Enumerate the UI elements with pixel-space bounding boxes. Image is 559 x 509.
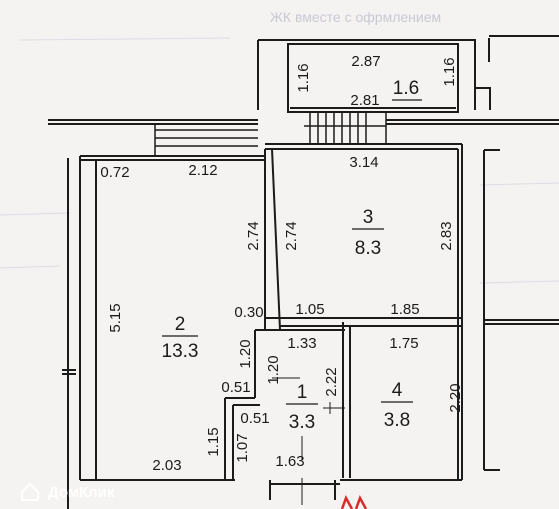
room-1-label: 1 3.3 bbox=[286, 382, 318, 433]
dim-room2-right: 2.74 bbox=[245, 221, 262, 250]
dim-balcony-inner: 2.81 bbox=[350, 92, 379, 109]
dim-wall-030: 0.30 bbox=[234, 304, 263, 321]
balcony-label: 1.6 bbox=[392, 78, 422, 101]
dim-top-room2: 2.12 bbox=[188, 162, 217, 179]
room-3-number: 3 bbox=[363, 207, 374, 228]
dim-hall-133: 1.33 bbox=[287, 335, 316, 352]
room-2-area: 13.3 bbox=[162, 341, 199, 362]
watermark: ДомКлик bbox=[21, 482, 115, 501]
dim-bath-220: 2.20 bbox=[447, 383, 464, 412]
room-1-number: 1 bbox=[297, 382, 308, 403]
dim-hall-120-b: 1.20 bbox=[265, 355, 282, 384]
dim-balcony-top: 2.87 bbox=[351, 53, 380, 70]
room-1-area: 3.3 bbox=[289, 412, 315, 433]
dim-bath-175: 1.75 bbox=[389, 335, 418, 352]
room-4-area: 3.8 bbox=[384, 410, 410, 431]
background-lines bbox=[0, 37, 559, 284]
background-text: ЖК вместе с офрмлением bbox=[270, 9, 441, 25]
stairs-left bbox=[154, 124, 258, 156]
dim-seg-115: 1.15 bbox=[205, 427, 222, 456]
room-2-number: 2 bbox=[175, 314, 186, 335]
dim-seg-107: 1.07 bbox=[234, 433, 251, 462]
room-3-area: 8.3 bbox=[355, 238, 381, 259]
dim-room3-left: 2.74 bbox=[283, 221, 300, 250]
room-4-label: 4 3.8 bbox=[381, 380, 413, 431]
dim-seg-105: 1.05 bbox=[295, 301, 324, 318]
dim-top-left-corner: 0.72 bbox=[100, 164, 129, 181]
red-mark bbox=[340, 494, 368, 509]
room-4-number: 4 bbox=[392, 380, 403, 401]
dim-hall-051-b: 0.51 bbox=[240, 410, 269, 427]
house-icon bbox=[21, 482, 39, 501]
balcony-number: 1.6 bbox=[393, 78, 419, 99]
room-3-label: 3 8.3 bbox=[352, 207, 384, 259]
watermark-text: ДомКлик bbox=[48, 484, 115, 501]
dim-balcony-left: 1.16 bbox=[295, 63, 312, 92]
dim-top-room3: 3.14 bbox=[349, 154, 378, 171]
walls bbox=[48, 35, 559, 509]
dim-balcony-right: 1.16 bbox=[441, 57, 458, 86]
stairs-right bbox=[304, 112, 387, 144]
dim-room3-right: 2.83 bbox=[438, 221, 455, 250]
dim-hall-120-a: 1.20 bbox=[237, 339, 254, 368]
dim-room2-bottom: 2.03 bbox=[152, 457, 181, 474]
dim-room2-left: 5.15 bbox=[107, 303, 124, 332]
dim-seg-185: 1.85 bbox=[390, 301, 419, 318]
dim-hall-bottom: 1.63 bbox=[275, 453, 304, 470]
room-2-label: 2 13.3 bbox=[162, 314, 199, 362]
dim-hall-051-a: 0.51 bbox=[221, 379, 250, 396]
dim-hall-222: 2.22 bbox=[323, 367, 340, 396]
dimension-lines bbox=[272, 377, 345, 505]
